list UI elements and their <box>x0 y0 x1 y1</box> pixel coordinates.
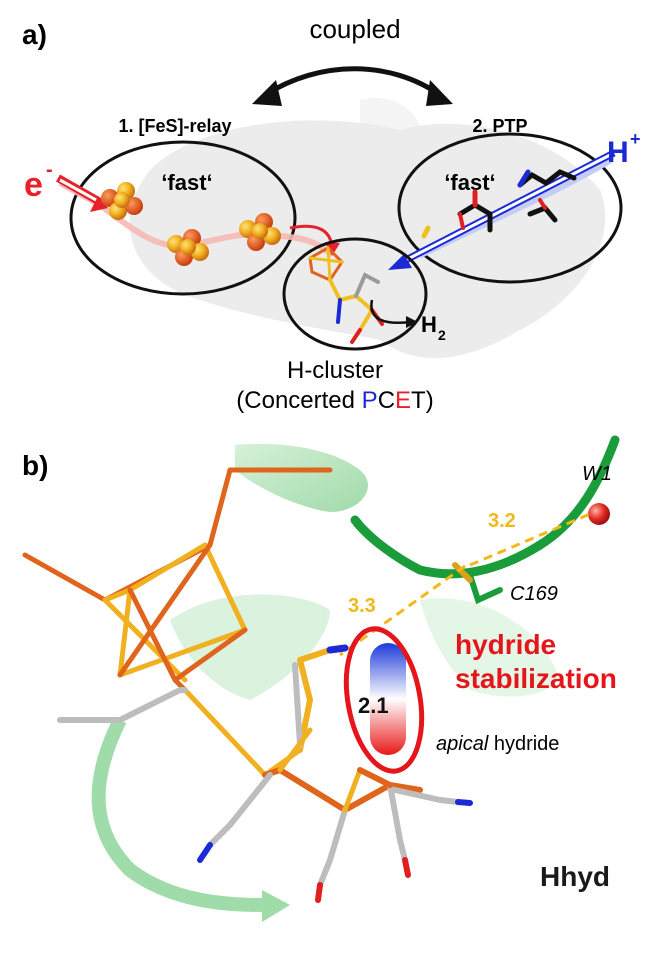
electron-arrowhead <box>90 196 108 212</box>
distance-33: 3.3 <box>348 595 376 617</box>
distance-21: 2.1 <box>358 693 389 718</box>
proton-arrowhead <box>388 254 412 270</box>
loop-bottom <box>91 716 263 912</box>
electron-label: e <box>24 166 43 204</box>
coupled-arrow <box>263 66 442 98</box>
c169-sulfur <box>452 562 473 583</box>
hhyd-label: Hhyd <box>540 861 610 892</box>
electron-arrow-inner <box>59 178 99 203</box>
ptp-circle <box>397 132 623 284</box>
fast-left-label: ‘fast‘ <box>161 170 212 195</box>
coupled-arrowhead-right <box>426 80 453 106</box>
electron-transfer-arrowhead <box>325 242 340 256</box>
hydride-highlight-circle <box>343 626 425 774</box>
water-w1 <box>588 503 610 525</box>
proton-label: H <box>607 136 629 169</box>
distance-line-33 <box>339 564 466 657</box>
ptp-title: 2. PTP <box>472 116 527 136</box>
h2-arrowhead <box>406 316 418 328</box>
coupled-arrowhead-left <box>252 80 282 106</box>
hydride-title-2: stabilization <box>455 663 617 694</box>
distance-32: 3.2 <box>488 510 516 532</box>
fes-cluster-3 <box>239 213 281 251</box>
panel-a: a) coupled 1. [FeS]-relay 2. PTP ‘fast‘ … <box>22 14 641 414</box>
c169-sidechain <box>467 572 503 605</box>
electron-sup: - <box>46 159 53 181</box>
fast-right-label: ‘fast‘ <box>444 170 495 195</box>
c169-backbone <box>350 435 620 579</box>
relay-title: 1. [FeS]-relay <box>118 116 231 136</box>
proton-arrow-inner <box>401 152 613 264</box>
h2-sub: 2 <box>438 327 446 343</box>
distance-line-32 <box>469 512 591 567</box>
hydride-bond-capsule <box>370 643 406 755</box>
c169-label: C169 <box>510 583 558 605</box>
fes-cluster-2 <box>167 229 209 266</box>
panel-b: b) W1 3.2 3.3 C169 <box>22 435 620 922</box>
hydride-title-1: hydride <box>455 629 556 660</box>
relay-circle <box>69 140 297 296</box>
apical-hydride-label: apical hydride <box>436 733 559 755</box>
loop-arrowhead <box>262 890 290 922</box>
coupled-label: coupled <box>309 14 400 44</box>
hcluster-title: H-cluster <box>287 357 383 384</box>
fes-cluster-1 <box>101 182 143 220</box>
panel-a-label: a) <box>22 19 47 50</box>
helix-top <box>235 443 368 512</box>
pcet-caption: (Concerted PCET) <box>236 387 433 414</box>
electron-pathway <box>58 180 334 258</box>
proton-sup: + <box>630 129 641 149</box>
helix-right <box>420 598 560 697</box>
h2-label: H <box>421 312 437 337</box>
w1-label: W1 <box>582 463 612 485</box>
helix-middle <box>170 594 330 700</box>
panel-b-label: b) <box>22 450 48 481</box>
hcluster-circle <box>282 237 428 351</box>
ptp-residues <box>421 169 577 239</box>
h2-arrow <box>370 299 411 324</box>
hcluster-sticks <box>22 467 473 903</box>
